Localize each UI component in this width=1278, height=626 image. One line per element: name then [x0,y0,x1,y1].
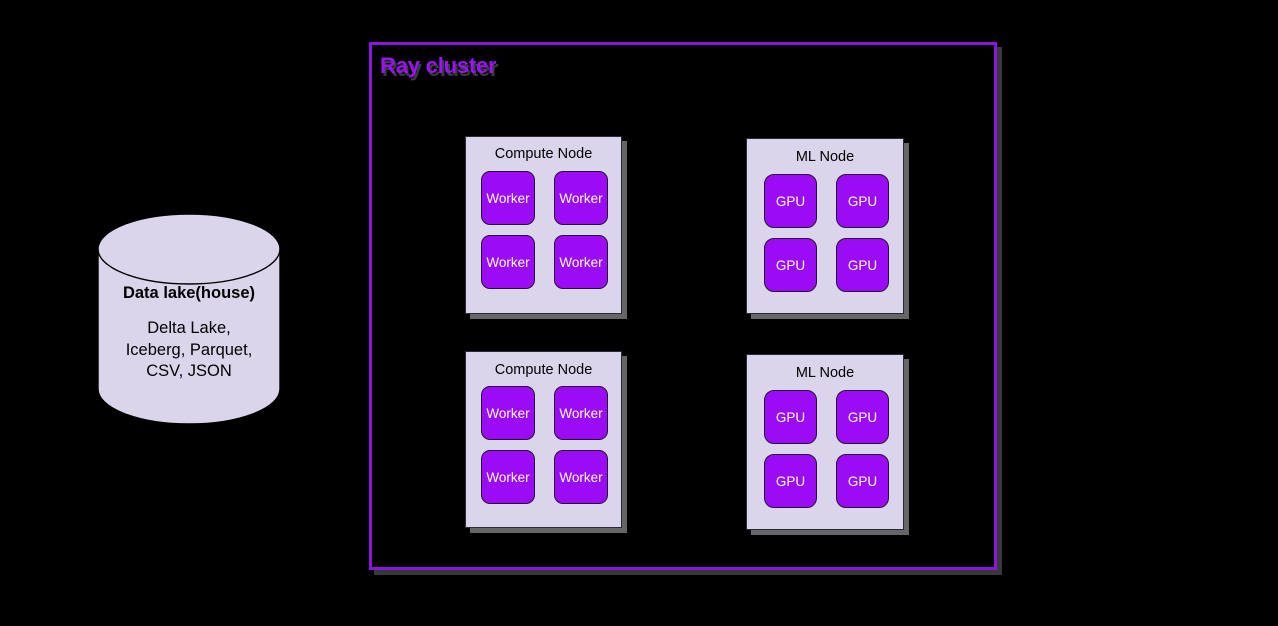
worker-chip[interactable]: Worker [481,450,535,504]
gpu-chip[interactable]: GPU [764,454,817,508]
compute-node-2[interactable]: Compute Node Worker Worker Worker Worker [465,351,622,528]
compute-node-2-title: Compute Node [494,362,593,378]
data-lake-formats-line-1: Delta Lake, [147,319,231,338]
worker-chip[interactable]: Worker [481,235,535,289]
ml-node-1-title: ML Node [795,149,855,165]
gpu-chip[interactable]: GPU [836,238,889,292]
gpu-chip[interactable]: GPU [836,454,889,508]
gpu-chip[interactable]: GPU [764,174,817,228]
gpu-chip[interactable]: GPU [836,174,889,228]
worker-chip[interactable]: Worker [554,171,608,225]
ml-node-2[interactable]: ML Node GPU GPU GPU GPU [746,354,904,530]
compute-node-1-title: Compute Node [494,146,593,162]
gpu-chip[interactable]: GPU [764,238,817,292]
worker-chip[interactable]: Worker [481,386,535,440]
worker-chip[interactable]: Worker [554,450,608,504]
cylinder-shape [97,213,281,425]
worker-chip[interactable]: Worker [554,386,608,440]
gpu-chip[interactable]: GPU [764,390,817,444]
data-lake-formats-line-3: CSV, JSON [146,362,232,381]
ray-cluster-container[interactable]: Ray cluster [369,42,997,570]
compute-node-1[interactable]: Compute Node Worker Worker Worker Worker [465,136,622,314]
data-lake-formats-line-2: Iceberg, Parquet, [125,340,253,359]
ray-cluster-title: Ray cluster [380,53,497,78]
ml-node-1[interactable]: ML Node GPU GPU GPU GPU [746,138,904,314]
data-lake-title: Data lake(house) [122,284,256,302]
ml-node-2-title: ML Node [795,365,855,381]
gpu-chip[interactable]: GPU [836,390,889,444]
worker-chip[interactable]: Worker [481,171,535,225]
data-lake-label-group: Data lake(house) Delta Lake, Iceberg, Pa… [97,283,281,383]
worker-chip[interactable]: Worker [554,235,608,289]
data-lake-cylinder[interactable]: Data lake(house) Delta Lake, Iceberg, Pa… [97,213,281,425]
